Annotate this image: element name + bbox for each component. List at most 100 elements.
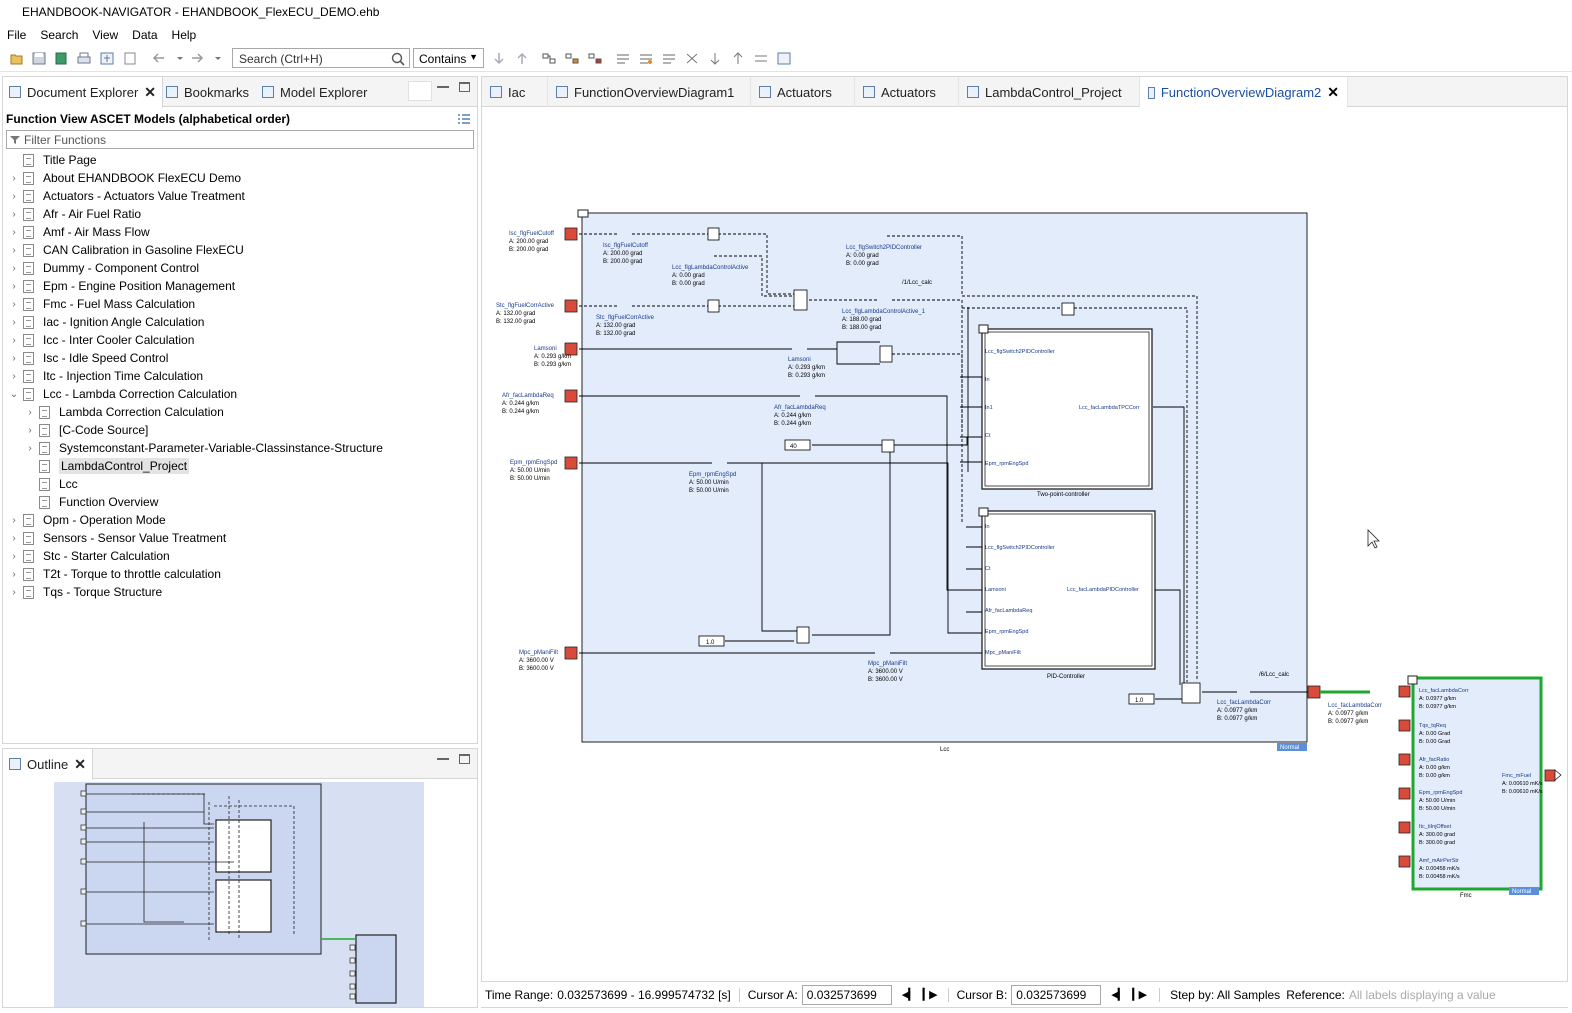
search-input[interactable]: Search (Ctrl+H) — [232, 48, 410, 68]
tab-iac[interactable]: Iac — [482, 77, 548, 107]
chevron-right-icon[interactable]: › — [9, 263, 19, 274]
tree-item[interactable]: ›Actuators - Actuators Value Treatment — [9, 187, 245, 205]
tree-item[interactable]: ›T2t - Torque to throttle calculation — [9, 565, 221, 583]
tree-item[interactable]: ›Sensors - Sensor Value Treatment — [9, 529, 226, 547]
filter-functions-input[interactable]: Filter Functions — [6, 130, 474, 149]
tree-item[interactable]: ›Tqs - Torque Structure — [9, 583, 162, 601]
save-icon[interactable] — [32, 52, 46, 65]
reference-input[interactable]: All labels displaying a value — [1349, 988, 1496, 1002]
search-icon[interactable] — [391, 52, 405, 66]
chevron-right-icon[interactable]: › — [25, 443, 35, 454]
close-icon[interactable]: ✕ — [144, 84, 156, 101]
cursor-a-next-icon[interactable]: ▎▶ — [923, 988, 936, 1001]
chevron-right-icon[interactable]: › — [9, 299, 19, 310]
open-folder-icon[interactable] — [10, 52, 24, 65]
maximize-icon[interactable] — [459, 754, 470, 764]
chevron-right-icon[interactable]: › — [9, 587, 19, 598]
diagram-tool-7-icon[interactable] — [685, 52, 699, 65]
expand-icon[interactable] — [979, 508, 988, 516]
expand-icon[interactable] — [979, 325, 988, 333]
tree-item[interactable]: ›CAN Calibration in Gasoline FlexECU — [9, 241, 244, 259]
cursor-a-prev-icon[interactable]: ◀▎ — [902, 988, 915, 1001]
tab-outline[interactable]: Outline✕ — [3, 749, 93, 780]
menu-data[interactable]: Data — [132, 28, 157, 42]
tab-document-explorer[interactable]: Document Explorer✕ — [3, 77, 163, 108]
tree-item[interactable]: ›Iac - Ignition Angle Calculation — [9, 313, 204, 331]
cursor-b-next-icon[interactable]: ▎▶ — [1132, 988, 1145, 1001]
tree-item[interactable]: ›Icc - Inter Cooler Calculation — [9, 331, 194, 349]
tab-bookmarks[interactable]: Bookmarks — [160, 77, 255, 107]
diagram-tool-10-icon[interactable] — [754, 52, 768, 65]
tree-item[interactable]: ›Afr - Air Fuel Ratio — [9, 205, 141, 223]
menu-help[interactable]: Help — [172, 28, 197, 42]
export-icon[interactable] — [100, 52, 114, 65]
tree-item[interactable]: ›Fmc - Fuel Mass Calculation — [9, 295, 195, 313]
cursor-b-prev-icon[interactable]: ◀▎ — [1111, 988, 1124, 1001]
pdf-icon[interactable] — [123, 52, 137, 65]
chevron-right-icon[interactable]: › — [9, 533, 19, 544]
chevron-right-icon[interactable]: › — [9, 353, 19, 364]
chevron-right-icon[interactable]: › — [9, 371, 19, 382]
chevron-right-icon[interactable]: › — [25, 407, 35, 418]
tree-item[interactable]: ›Isc - Idle Speed Control — [9, 349, 168, 367]
chevron-right-icon[interactable]: › — [9, 551, 19, 562]
chevron-right-icon[interactable]: › — [9, 569, 19, 580]
chevron-right-icon[interactable]: › — [9, 317, 19, 328]
tree-item[interactable]: ›About EHANDBOOK FlexECU Demo — [9, 169, 241, 187]
diagram-tool-6-icon[interactable] — [662, 52, 676, 65]
forward-icon[interactable] — [190, 52, 204, 65]
chevron-down-icon[interactable]: ⌄ — [9, 389, 19, 400]
collapse-icon[interactable] — [578, 210, 588, 217]
diagram-tool-3-icon[interactable] — [588, 52, 602, 65]
function-overview-diagram[interactable]: Lcc Normal Two-point-controller PID-Cont… — [482, 107, 1567, 977]
tree-item[interactable]: ›Itc - Injection Time Calculation — [9, 367, 203, 385]
tree-item[interactable]: LambdaControl_Project — [25, 457, 189, 475]
chevron-right-icon[interactable]: › — [9, 245, 19, 256]
diagram-tool-8-icon[interactable] — [708, 52, 722, 65]
tab-model-explorer[interactable]: Model Explorer — [256, 77, 373, 107]
chevron-right-icon[interactable]: › — [9, 281, 19, 292]
chevron-right-icon[interactable]: › — [9, 515, 19, 526]
tree-item[interactable]: ⌄Lcc - Lambda Correction Calculation — [9, 385, 237, 403]
forward-dropdown-icon[interactable] — [211, 52, 219, 65]
chevron-right-icon[interactable]: › — [9, 209, 19, 220]
chevron-right-icon[interactable]: › — [9, 191, 19, 202]
tree-item[interactable]: ›Stc - Starter Calculation — [9, 547, 170, 565]
chevron-right-icon[interactable]: › — [9, 335, 19, 346]
diagram-tool-11-icon[interactable] — [777, 52, 791, 65]
save-all-icon[interactable] — [54, 52, 68, 65]
arrow-down-icon[interactable] — [492, 52, 506, 65]
tab-function-overview-diagram1[interactable]: FunctionOverviewDiagram1 — [548, 77, 751, 107]
diagram-tool-1-icon[interactable] — [542, 52, 556, 65]
tree-item[interactable]: Title Page — [9, 151, 97, 169]
list-view-icon[interactable] — [458, 113, 470, 125]
outline-thumbnail[interactable] — [54, 782, 424, 1007]
chevron-right-icon[interactable]: › — [9, 227, 19, 238]
diagram-tool-2-icon[interactable] — [565, 52, 579, 65]
diagram-tool-9-icon[interactable] — [731, 52, 745, 65]
back-icon[interactable] — [152, 52, 166, 65]
chevron-right-icon[interactable]: › — [9, 173, 19, 184]
tab-actuators-1[interactable]: Actuators — [751, 77, 855, 107]
tab-function-overview-diagram2[interactable]: FunctionOverviewDiagram2✕ — [1140, 77, 1348, 108]
tree-item[interactable]: ›Epm - Engine Position Management — [9, 277, 235, 295]
diagram-tool-5-icon[interactable] — [639, 52, 653, 65]
minimize-icon[interactable] — [437, 86, 449, 88]
diagram-tool-4-icon[interactable] — [616, 52, 630, 65]
cursor-b-input[interactable]: 0.032573699 — [1011, 985, 1101, 1005]
tree-item[interactable]: ›Lambda Correction Calculation — [25, 403, 224, 421]
tree-item[interactable]: ›Opm - Operation Mode — [9, 511, 166, 529]
back-dropdown-icon[interactable] — [173, 52, 181, 65]
minimize-icon[interactable] — [437, 758, 449, 760]
tab-lambdacontrol-project[interactable]: LambdaControl_Project — [959, 77, 1140, 107]
match-mode-select[interactable]: Contains▼ — [413, 48, 484, 68]
menu-search[interactable]: Search — [40, 28, 78, 42]
expand-icon[interactable] — [1408, 676, 1417, 684]
maximize-icon[interactable] — [459, 82, 470, 92]
chevron-right-icon[interactable]: › — [25, 425, 35, 436]
tree-item[interactable]: ›[C-Code Source] — [25, 421, 148, 439]
close-icon[interactable]: ✕ — [1327, 84, 1339, 101]
menu-file[interactable]: File — [7, 28, 26, 42]
tree-item[interactable]: ›Amf - Air Mass Flow — [9, 223, 150, 241]
tree-item[interactable]: ›Dummy - Component Control — [9, 259, 199, 277]
